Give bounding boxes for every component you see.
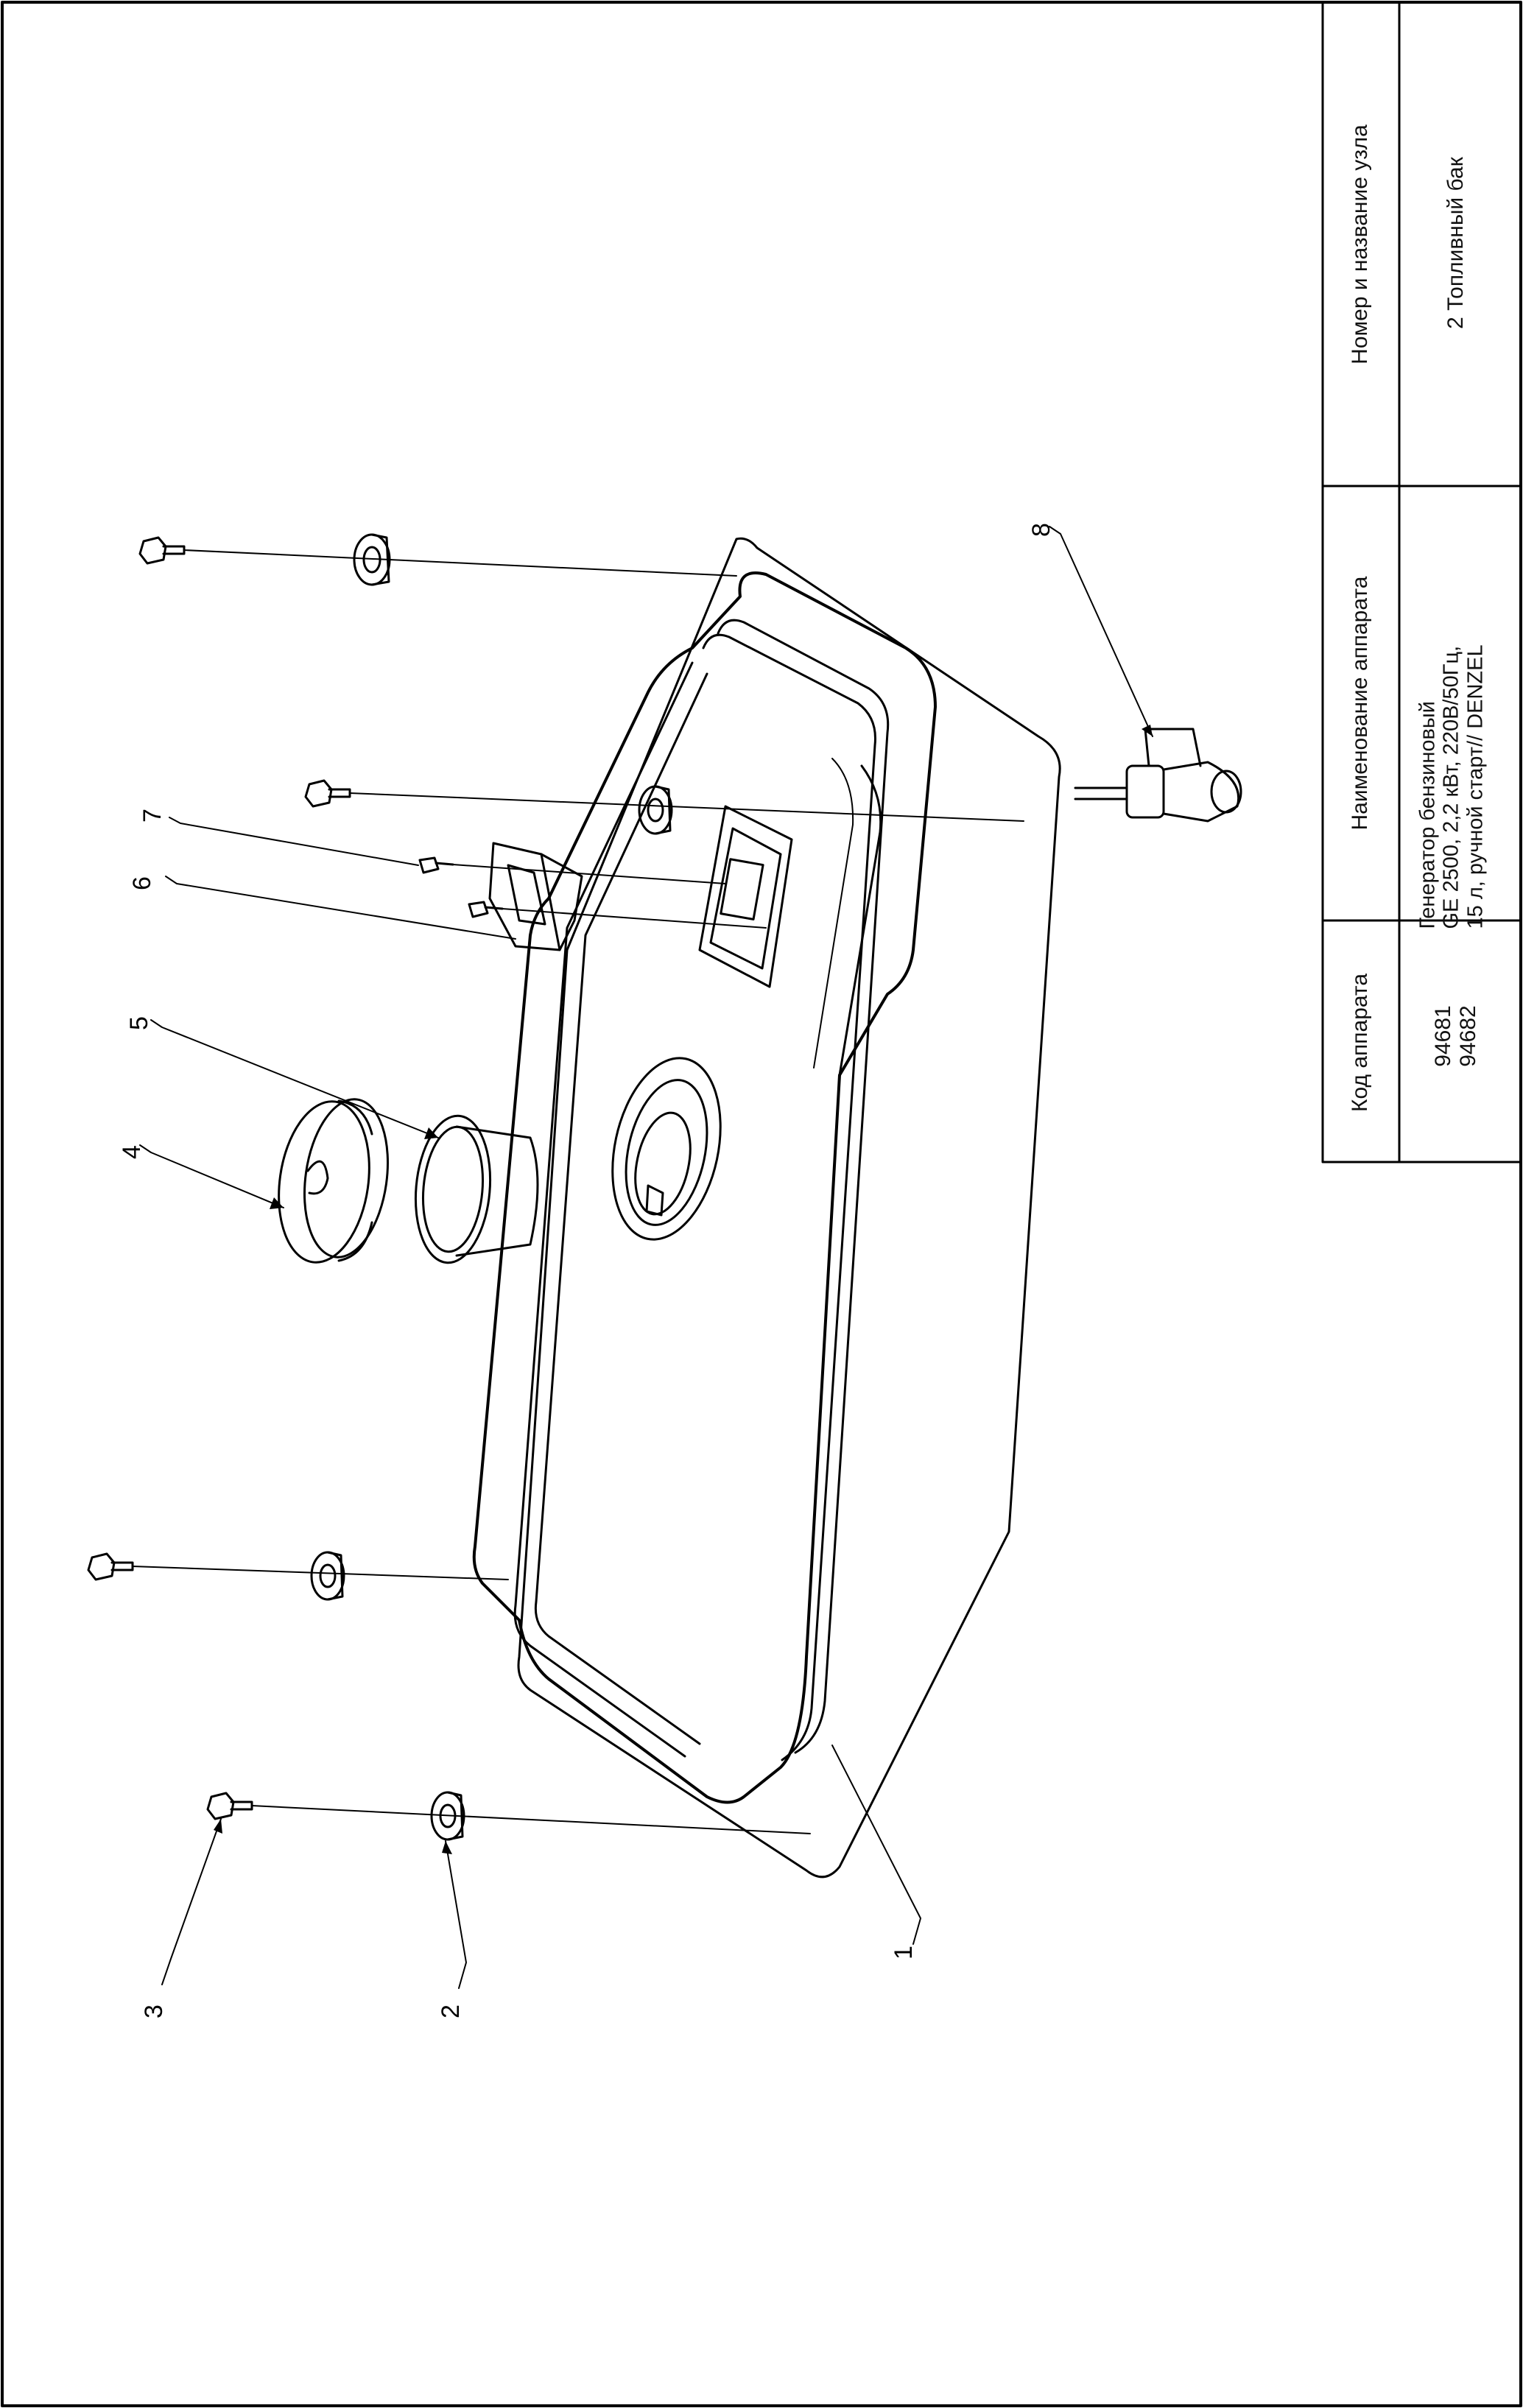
callout-leaders [139,526,1153,1989]
bolt-part-3 [206,1792,253,1820]
grommet-part-2 [310,1551,345,1601]
callout-number: 1 [889,1946,918,1960]
tank-top-edge [813,758,854,1069]
bolt-part-3 [87,1552,134,1581]
device-name-line: GE 2500, 2,2 кВт, 220В/50Гц, [1439,645,1463,929]
bolt-part-3 [304,779,351,808]
tank-ridge [702,633,877,1761]
tank-bracket [698,805,793,988]
title-block [1321,1,1522,1163]
device-name-line: Генератор бензиновый [1415,701,1440,929]
assembly-leader-lines [132,549,1024,1834]
node-name: 2 Топливный бак [1443,157,1468,329]
header-node: Номер и название узла [1348,124,1372,365]
callout-number: 3 [139,2004,168,2018]
callout-arrows [214,725,1153,1854]
tank-filler-opening [611,1057,722,1241]
callout-number: 4 [117,1145,146,1159]
callout-number: 6 [127,876,156,890]
grommet-part-2 [638,785,673,835]
device-name: Генератор бензиновый GE 2500, 2,2 кВт, 2… [1416,496,1501,929]
header-name: Наименование аппарата [1348,576,1372,831]
tank-flange [517,537,1061,1879]
tank-ridge [717,619,890,1754]
fuel-cap-part-4 [278,1098,390,1264]
tank-ridge [513,661,694,1758]
callout-number: 2 [436,2004,465,2018]
tank-ridge [534,672,708,1745]
filler-strainer-part-5 [414,1114,539,1264]
callout-number: 8 [1027,523,1055,537]
device-name-line: 15 л, ручной старт// DENZEL [1463,644,1488,929]
tank-body [472,571,937,1804]
callout-number: 5 [124,1016,153,1030]
callout-number: 7 [138,809,166,823]
screw-part-7 [418,856,504,918]
bolt-part-3 [138,536,186,565]
tank-top-edge [838,764,882,1077]
fuel-valve-part-8 [1074,728,1242,823]
